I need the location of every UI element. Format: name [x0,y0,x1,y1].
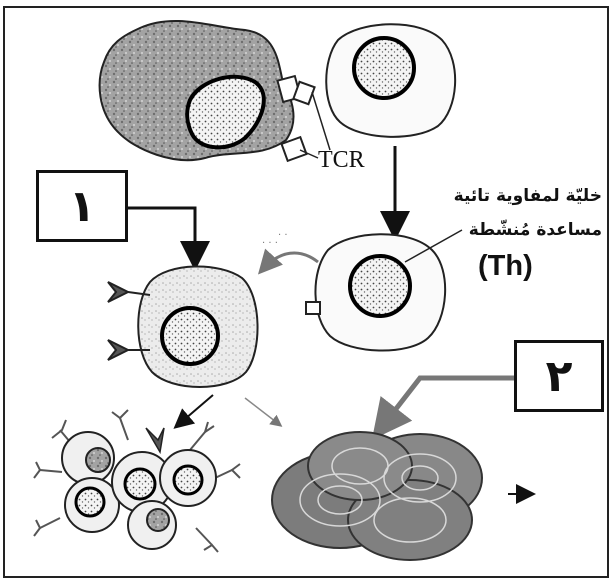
th-cell-abbreviation: (Th) [478,250,533,283]
box-2-pointer [378,378,514,432]
th-cell-label-line1: خليّة لمفاوية تائية [452,186,602,206]
svg-text:· ·: · · [278,230,288,241]
svg-text:· · ·: · · · [262,238,278,249]
number-box-1: ١ [36,170,128,242]
box-1-pointer [128,208,195,262]
tcr-label: TCR [318,147,365,174]
activated-helper-t-cell [306,230,462,351]
memory-cell-mass [272,432,482,560]
b-cell [108,266,258,387]
arrow-to-memory-cells [245,398,280,425]
th-cell-label-line2: مساعدة مُنشّطة [452,220,602,240]
number-box-2: ٢ [514,340,604,412]
antigen-presenting-cell [100,21,294,160]
plasma-cell-cluster [34,410,240,552]
cytokine-release-icon: · · · · · [262,230,318,270]
t-cell-top [326,24,455,137]
arrow-to-plasma-cells [178,395,213,425]
